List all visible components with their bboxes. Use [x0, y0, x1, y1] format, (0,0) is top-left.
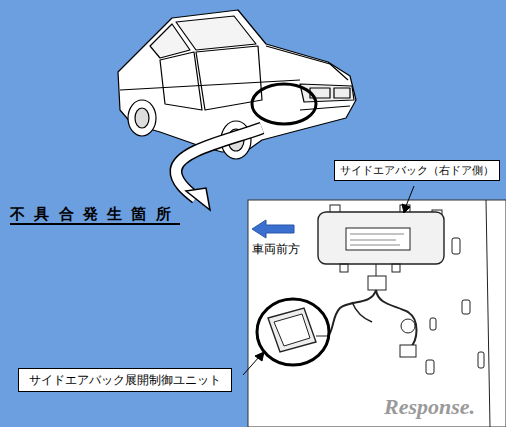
direction-label: 車両前方 [252, 242, 300, 256]
callout-text: サイドエアバック（右ドア側） [340, 164, 494, 177]
pointer-arrow [176, 128, 262, 210]
defect-circle [252, 84, 316, 124]
leader-line [243, 186, 414, 375]
callout-text: サイドエアバック展開制御ユニット [29, 373, 221, 387]
unit-circle [257, 299, 329, 365]
door-detail [268, 200, 490, 427]
detail-panel [248, 200, 506, 427]
callout-box: サイドエアバック（右ドア側） [334, 160, 500, 181]
watermark: Response. [384, 394, 475, 420]
direction-arrow [252, 220, 294, 238]
callout-box: サイドエアバック展開制御ユニット [18, 368, 232, 392]
location-heading: 不具合発生箇所 [10, 205, 180, 225]
